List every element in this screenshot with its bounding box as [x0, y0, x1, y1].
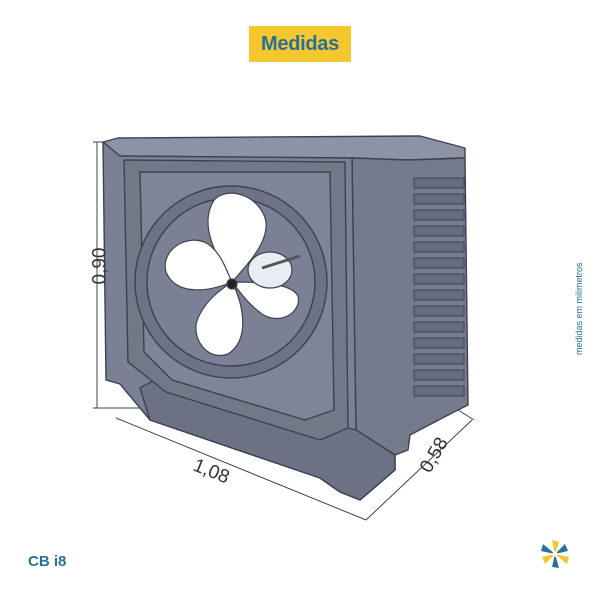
fan-blades	[164, 192, 301, 357]
depth-dimension-line	[365, 419, 473, 521]
width-dimension-line	[115, 417, 367, 521]
title-badge: Medidas	[249, 26, 351, 62]
dimension-lines	[93, 141, 475, 521]
cooler-unit	[102, 135, 469, 501]
units-note: medidas em milimetros	[574, 262, 584, 355]
model-name: CB i8	[28, 553, 67, 570]
height-dimension-label: 0,90	[89, 247, 111, 285]
side-louvres	[413, 177, 465, 397]
pinwheel-logo-icon	[541, 540, 569, 568]
page-title: Medidas	[261, 32, 339, 55]
